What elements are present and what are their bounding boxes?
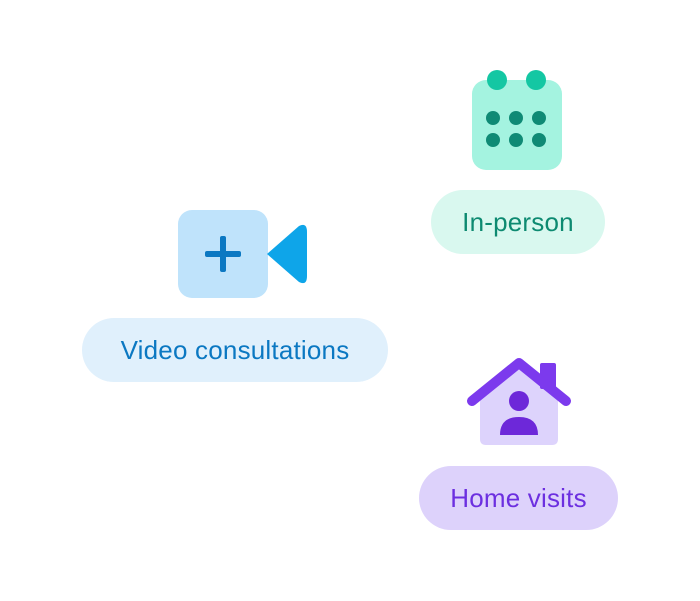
in-person-badge: In-person	[431, 190, 605, 254]
in-person-label: In-person	[462, 206, 574, 237]
calendar-ring-right	[526, 70, 546, 90]
calendar-body	[472, 80, 562, 170]
person-head	[509, 391, 529, 411]
video-consultations-label: Video consultations	[120, 334, 350, 365]
person-body	[500, 417, 538, 435]
calendar-ring-left	[487, 70, 507, 90]
plus-vertical	[220, 236, 226, 272]
house-roof	[467, 358, 571, 406]
home-visits-label: Home visits	[450, 482, 587, 513]
video-camera-plus-icon	[178, 210, 307, 298]
camera-lens	[267, 224, 307, 284]
calendar-dots	[486, 111, 546, 147]
home-visits-badge: Home visits	[419, 466, 618, 530]
calendar-icon	[472, 70, 562, 170]
video-consultations-badge: Video consultations	[82, 318, 388, 382]
house-person-icon	[467, 358, 571, 445]
